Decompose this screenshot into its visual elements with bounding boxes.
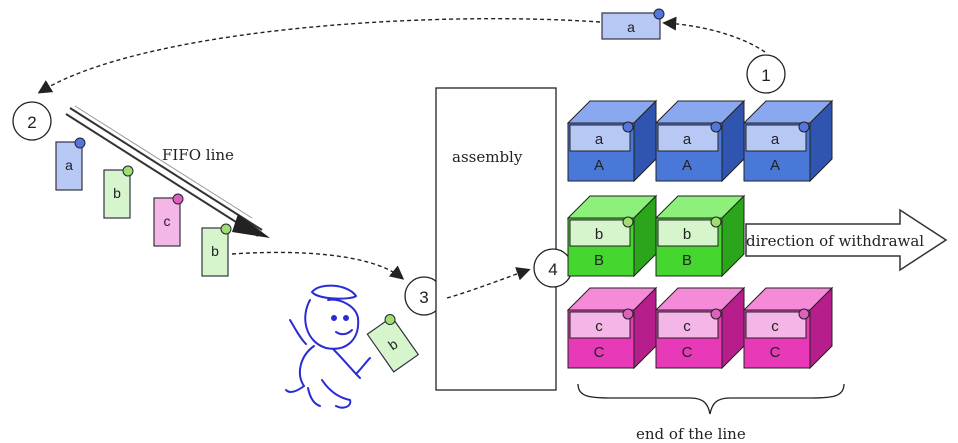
row-c-box-2: cC [654,286,746,370]
svg-text:a: a [65,157,73,173]
assembly-station: assembly [435,87,557,391]
box-card-label: b [683,226,691,243]
box-part-label: A [770,157,780,174]
box-part-label: B [682,252,692,269]
svg-text:4: 4 [548,260,557,279]
withdrawal-direction-label: direction of withdrawal [746,232,924,250]
box-card-label: c [771,318,779,335]
box-card-label: c [595,318,603,335]
step-1-marker: 1 [746,54,786,94]
row-b-box-1: bB [566,194,658,278]
row-c-box-3: cC [742,286,834,370]
kanban-card-returning-label: a [627,19,635,35]
step-3-marker: 3 [404,276,444,316]
end-of-line-brace [577,383,845,415]
fifo-line-arrow [65,105,270,238]
box-card-label: b [595,226,603,243]
row-c-box-1: cC [566,286,658,370]
svg-text:3: 3 [419,288,428,307]
return-arc-left [37,18,601,94]
row-b-box-2: bB [654,194,746,278]
end-of-line-label: end of the line [636,425,746,443]
queue-card-b-1: b [103,165,134,219]
queue-card-a: a [55,137,86,191]
box-part-label: B [594,252,604,269]
withdrawal-direction-arrow: direction of withdrawal [745,208,948,272]
svg-text:2: 2 [27,113,36,132]
queue-card-c: c [153,193,184,247]
fifo-line-label: FIFO line [162,146,234,164]
queue-to-step3-path [231,251,405,280]
step-4-marker: 4 [533,248,573,288]
box-part-label: C [682,344,693,361]
kanban-card-returning: a [601,8,665,40]
box-card-label: a [771,131,780,148]
box-card-label: c [683,318,691,335]
step-2-marker: 2 [12,101,52,141]
worker-figure-icon [285,284,371,409]
row-a-box-3: aA [742,99,834,183]
assembly-label: assembly [452,148,523,166]
box-part-label: C [770,344,781,361]
svg-text:b: b [113,185,121,201]
return-arc-right [662,16,766,53]
svg-text:c: c [164,213,171,229]
step3-to-step4-path [446,267,531,299]
row-a-box-2: aA [654,99,746,183]
box-part-label: A [594,157,604,174]
svg-text:b: b [211,243,219,259]
box-part-label: C [594,344,605,361]
box-card-label: a [595,131,604,148]
carried-kanban-card: b [366,314,420,373]
box-part-label: A [682,157,692,174]
svg-text:1: 1 [761,66,770,85]
row-a-box-1: aA [566,99,658,183]
box-card-label: a [683,131,692,148]
queue-card-b-2: b [201,223,232,277]
